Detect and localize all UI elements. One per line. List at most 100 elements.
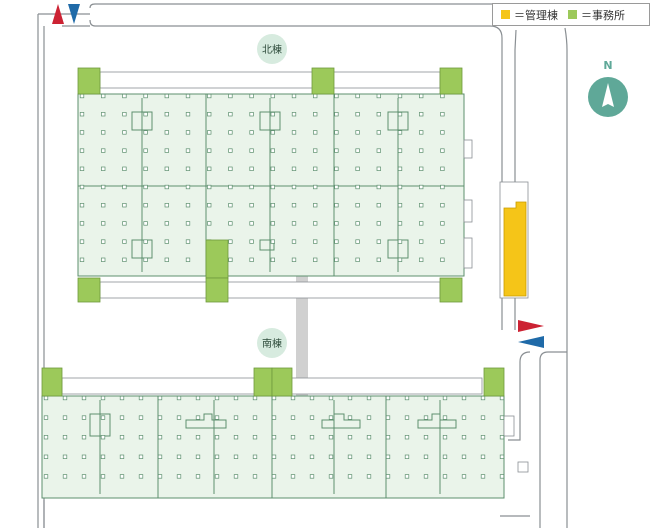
pillar-marker xyxy=(397,112,403,117)
pillar-marker xyxy=(270,239,275,244)
pillar-marker xyxy=(185,93,191,99)
pillar-marker xyxy=(62,395,68,401)
pillar-marker xyxy=(122,148,127,153)
pillar-marker xyxy=(404,474,410,479)
pillar-marker xyxy=(214,474,220,479)
pillar-marker xyxy=(290,415,296,420)
pillar-marker xyxy=(100,415,106,420)
pillar-marker xyxy=(334,112,339,117)
pillar-marker xyxy=(423,395,429,401)
pillar-marker xyxy=(249,112,254,117)
svg-text:N: N xyxy=(603,59,612,72)
pillar-marker xyxy=(376,184,381,190)
pillar-marker xyxy=(271,435,277,440)
pillar-marker xyxy=(249,257,254,262)
exit-arrow-icon xyxy=(68,4,80,24)
pillar-marker xyxy=(143,257,148,262)
pillar-marker xyxy=(185,166,191,171)
pillar-marker xyxy=(101,221,106,226)
pillar-marker xyxy=(185,239,191,244)
pillar-marker xyxy=(233,435,239,440)
pillar-marker xyxy=(355,112,360,117)
pillar-marker xyxy=(309,415,315,420)
roads xyxy=(37,3,568,528)
pillar-marker xyxy=(228,203,233,208)
pillar-marker xyxy=(164,93,169,99)
pillar-marker xyxy=(461,474,467,479)
pillar-marker xyxy=(164,257,169,262)
pillar-marker xyxy=(157,435,163,440)
pillar-marker xyxy=(291,148,297,153)
pillar-marker xyxy=(376,221,381,226)
pillar-marker xyxy=(376,148,381,153)
pillar-marker xyxy=(442,395,448,401)
pillar-marker xyxy=(122,93,127,99)
pillar-marker xyxy=(119,415,125,420)
pillar-marker xyxy=(100,454,106,459)
pillar-marker xyxy=(164,184,169,190)
pillar-marker xyxy=(404,454,410,459)
legend-office-label: ＝事務所 xyxy=(581,8,625,22)
pillar-marker xyxy=(228,148,233,153)
pillar-marker xyxy=(309,474,315,479)
pillar-marker xyxy=(207,112,212,117)
pillar-marker xyxy=(249,148,254,153)
pillar-marker xyxy=(157,415,163,420)
pillar-marker xyxy=(461,415,467,420)
pillar-marker xyxy=(228,257,233,262)
pillar-marker xyxy=(101,239,106,244)
pillar-marker xyxy=(214,435,220,440)
pillar-marker xyxy=(334,203,339,208)
pillar-marker xyxy=(385,474,391,479)
pillar-marker xyxy=(423,454,429,459)
pillar-marker xyxy=(249,166,254,171)
pillar-marker xyxy=(385,435,391,440)
pillar-marker xyxy=(228,239,233,244)
pillar-marker xyxy=(214,395,220,401)
pillar-marker xyxy=(143,148,148,153)
pillar-marker xyxy=(100,435,106,440)
pillar-marker xyxy=(195,395,201,401)
pillar-marker xyxy=(442,454,448,459)
pillar-marker xyxy=(461,435,467,440)
pillar-marker xyxy=(185,257,191,262)
pillar-marker xyxy=(119,474,125,479)
pillar-marker xyxy=(207,148,212,153)
pillar-marker xyxy=(291,239,297,244)
pillar-marker xyxy=(233,415,239,420)
pillar-marker xyxy=(228,130,233,135)
pillar-marker xyxy=(270,203,275,208)
pillar-marker xyxy=(143,166,148,171)
pillar-marker xyxy=(122,184,127,190)
pillar-marker xyxy=(185,112,191,117)
pillar-marker xyxy=(385,395,391,401)
pillar-marker xyxy=(291,203,297,208)
pillar-marker xyxy=(291,112,297,117)
south-building-label: 南棟 xyxy=(257,328,287,358)
pillar-marker xyxy=(214,454,220,459)
pillar-marker xyxy=(101,166,106,171)
pillar-marker xyxy=(233,395,239,401)
pillar-marker xyxy=(355,184,360,190)
pillar-marker xyxy=(164,148,169,153)
pillar-marker xyxy=(376,239,381,244)
pillar-marker xyxy=(270,112,275,117)
pillar-marker xyxy=(423,415,429,420)
pillar-marker xyxy=(195,415,201,420)
pillar-marker xyxy=(270,221,275,226)
pillar-marker xyxy=(313,257,318,262)
north-building-label: 北棟 xyxy=(257,34,287,64)
pillar-marker xyxy=(81,474,87,479)
exit-arrow-icon xyxy=(518,336,544,348)
pillar-marker xyxy=(334,148,339,153)
pillar-marker xyxy=(313,148,318,153)
pillar-marker xyxy=(228,166,233,171)
pillar-marker xyxy=(101,130,106,135)
pillar-marker xyxy=(233,474,239,479)
pillar-marker xyxy=(176,415,182,420)
pillar-marker xyxy=(122,257,127,262)
pillar-marker xyxy=(419,130,424,135)
pillar-marker xyxy=(81,435,87,440)
pillar-marker xyxy=(291,130,297,135)
